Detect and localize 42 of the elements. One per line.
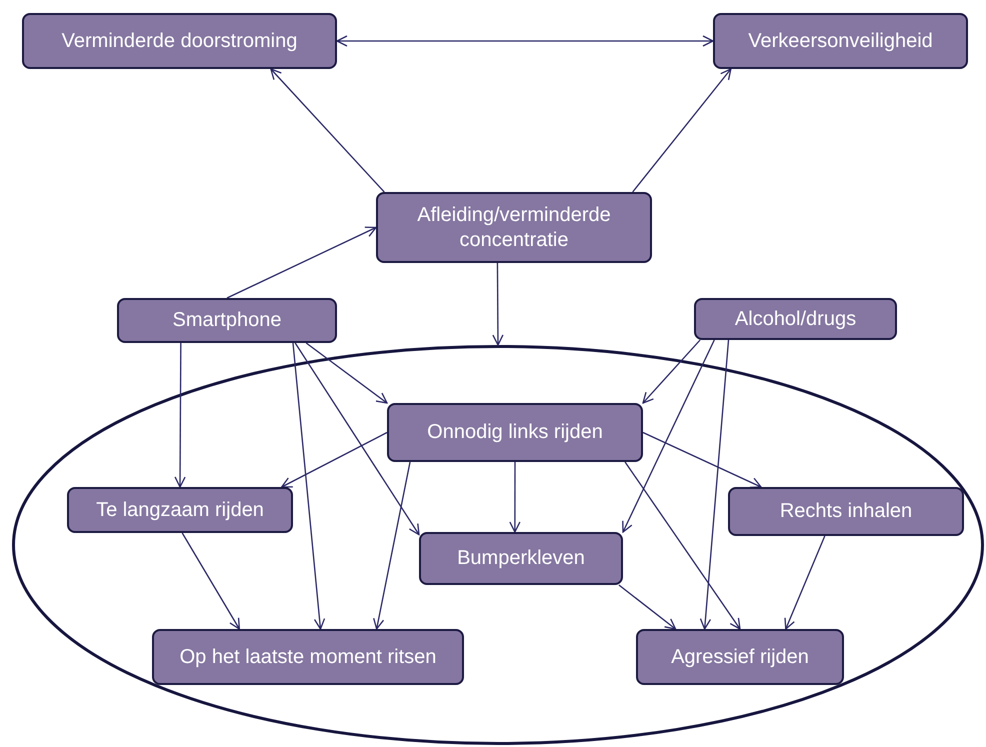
arrow xyxy=(700,340,730,630)
box-label: Op het laatste moment ritsen xyxy=(180,644,436,670)
box-label: Onnodig links rijden xyxy=(427,420,603,445)
arrow xyxy=(622,340,715,533)
box-label: Te langzaam rijden xyxy=(96,498,264,522)
arrow xyxy=(784,536,826,630)
cause-box xyxy=(419,532,623,585)
arrow xyxy=(642,340,701,404)
cause-box xyxy=(67,487,293,533)
arrow xyxy=(492,263,504,346)
box-label: Bumperkleven xyxy=(457,546,585,571)
box-label: Verkeersonveiligheid xyxy=(748,28,933,54)
arrow xyxy=(174,343,186,488)
box-label: Afleiding/verminderde concentratie xyxy=(416,202,612,252)
arrow xyxy=(373,462,411,630)
cause-box xyxy=(728,487,964,536)
arrow xyxy=(336,35,714,47)
arrow xyxy=(182,532,240,630)
cause-box xyxy=(694,298,897,340)
arrow xyxy=(292,342,326,630)
cause-box xyxy=(376,192,652,263)
box-label: Rechts inhalen xyxy=(780,499,912,524)
box-label: Verminderde doorstroming xyxy=(62,28,298,54)
arrow xyxy=(618,584,676,630)
arrow xyxy=(624,462,741,630)
box-label: Smartphone xyxy=(172,308,282,333)
cause-box xyxy=(713,13,968,69)
arrow xyxy=(642,432,762,488)
cause-box xyxy=(117,298,337,343)
cause-box xyxy=(636,629,844,685)
box-label: Alcohol/drugs xyxy=(734,306,856,332)
cause-box xyxy=(22,13,337,69)
arrow xyxy=(306,342,388,404)
arrow xyxy=(294,342,420,536)
cause-box xyxy=(387,403,643,462)
box-label: Agressief rijden xyxy=(671,644,809,670)
arrow xyxy=(226,226,377,299)
arrow xyxy=(509,462,521,533)
arrow xyxy=(270,68,385,192)
arrow xyxy=(281,432,388,488)
arrow xyxy=(632,68,732,192)
cause-box xyxy=(152,629,464,685)
